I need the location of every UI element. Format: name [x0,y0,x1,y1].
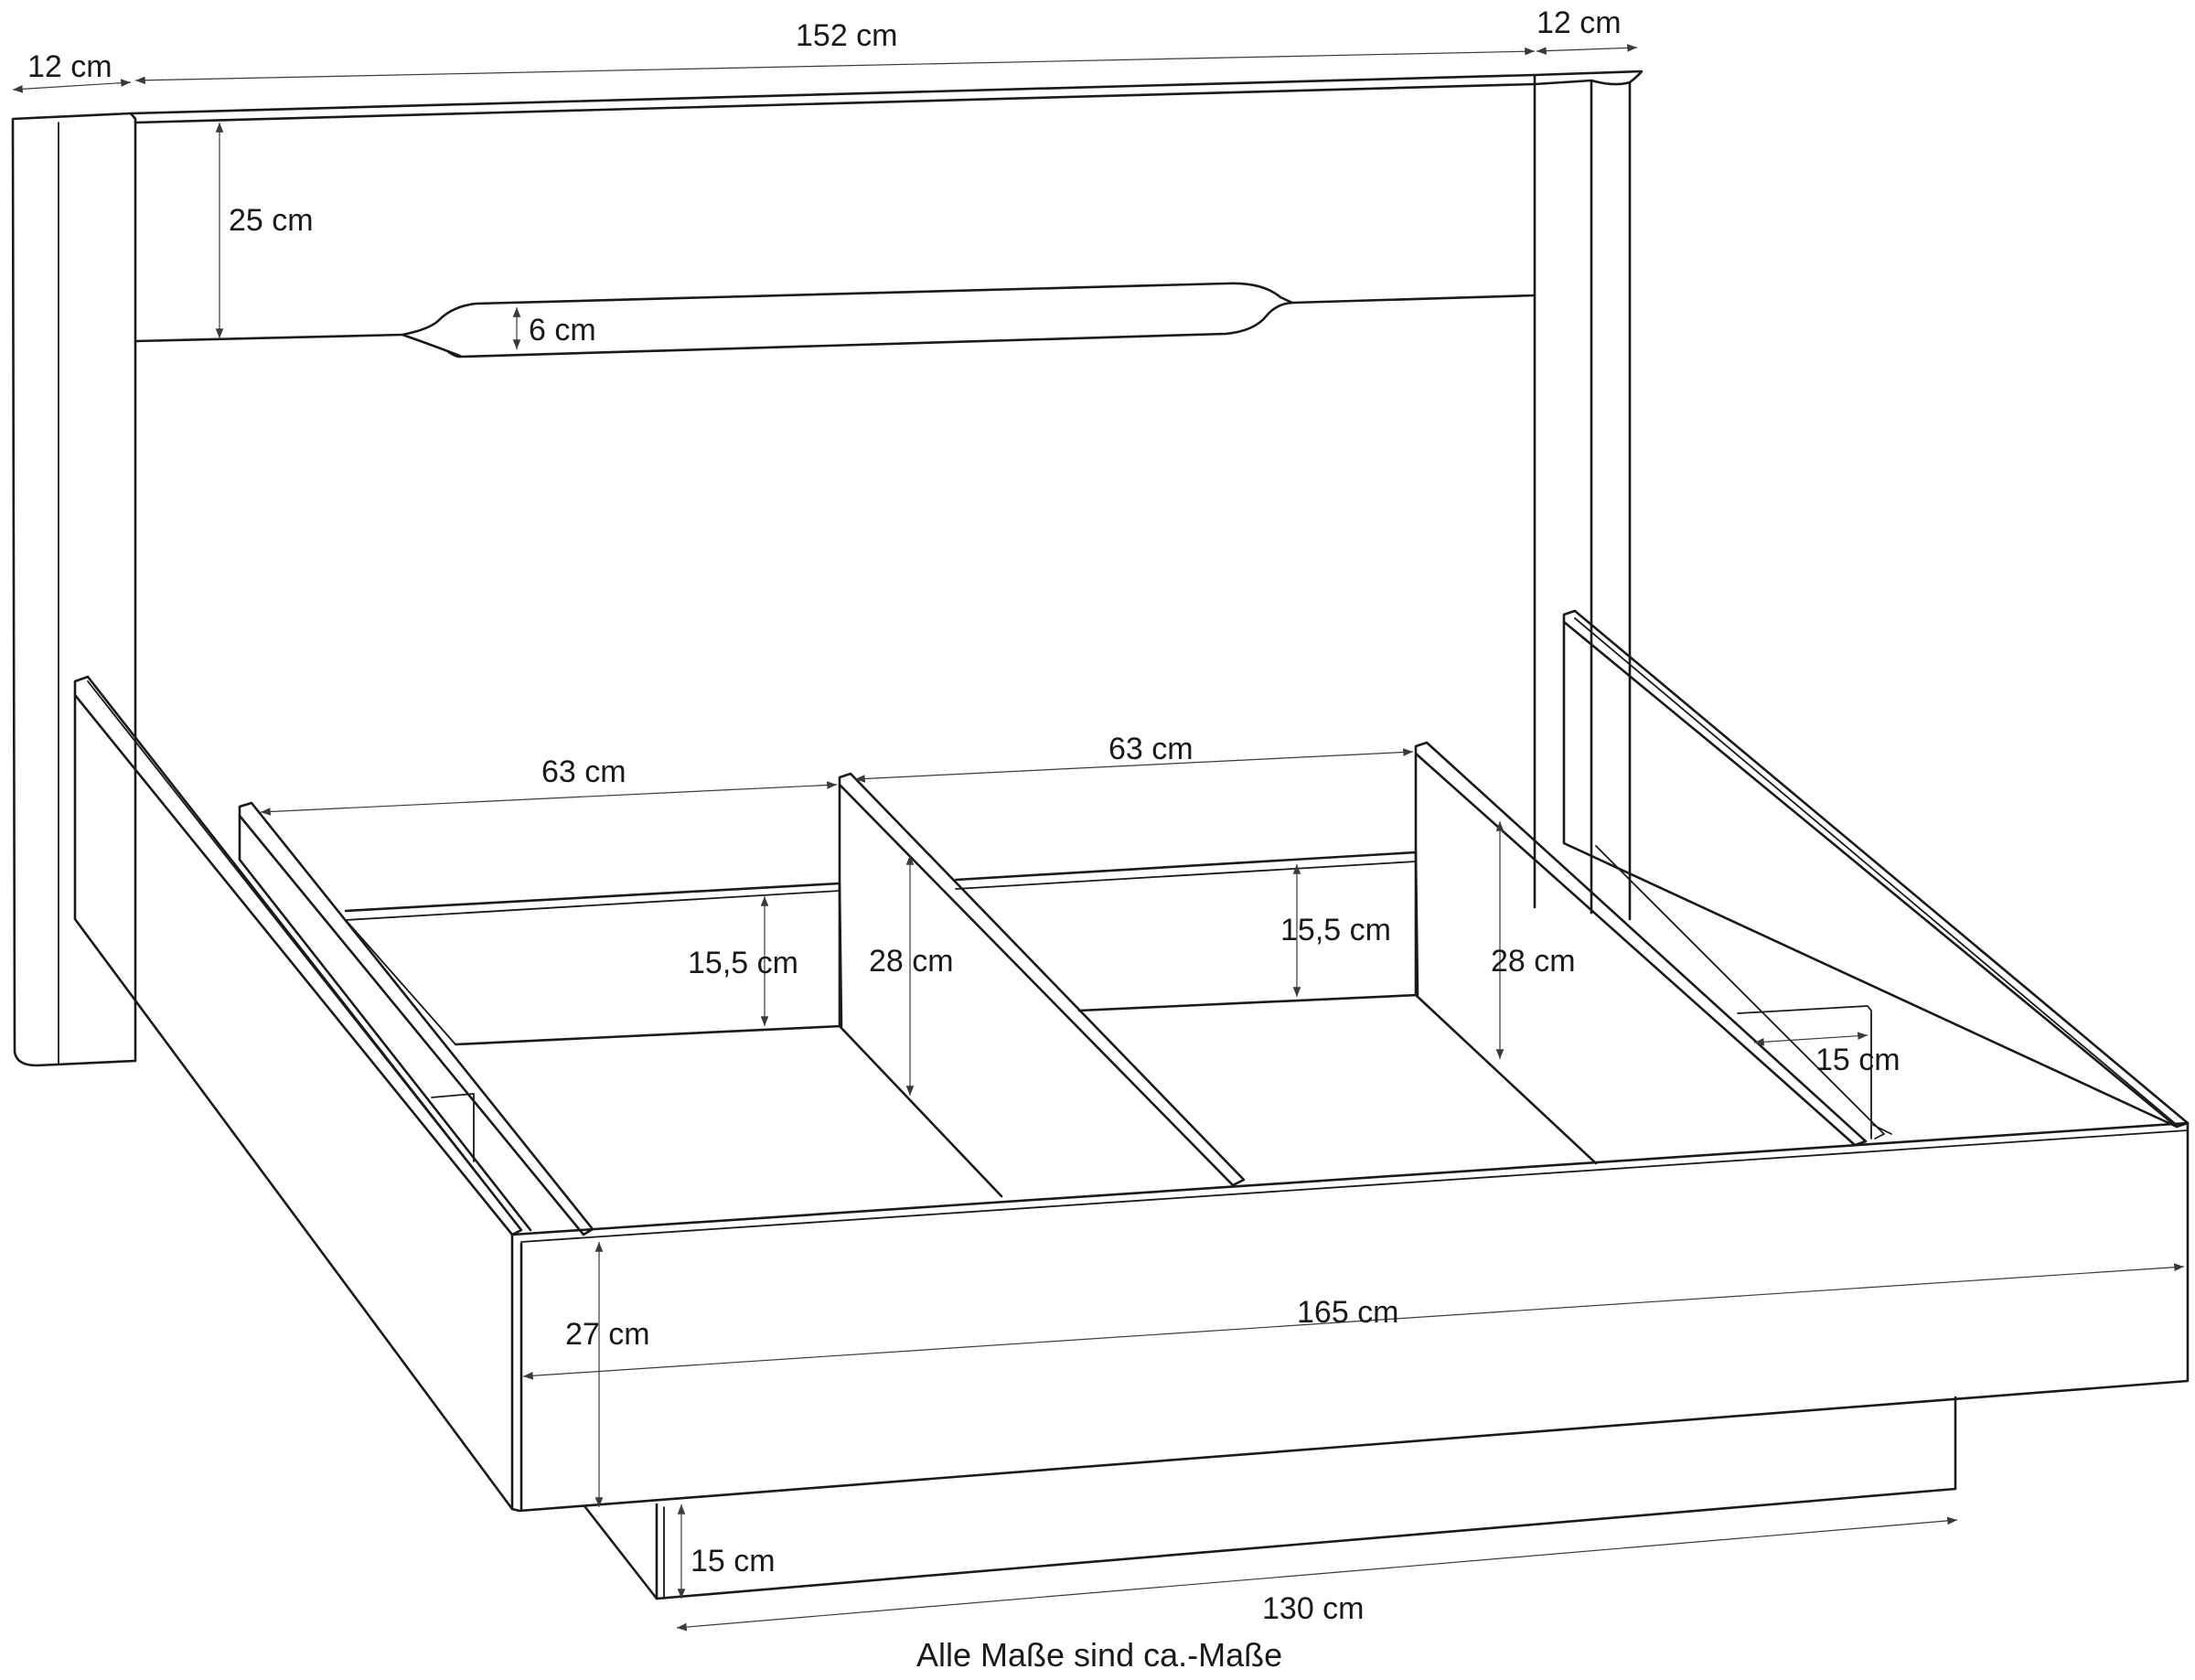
label-headboard-panel-height: 25 cm [229,203,314,238]
divider-right [1414,741,1868,1147]
headboard-left-post [11,112,137,1067]
headboard-panel-lower-edge [134,282,1536,343]
label-handle-slot-height: 6 cm [529,313,596,348]
divider-left [838,772,1246,1187]
label-base-height: 15 cm [691,1544,776,1578]
label-divider-height-right: 28 cm [1491,944,1576,979]
label-frame-height: 27 cm [565,1317,650,1352]
headboard [11,70,1644,1067]
label-compartment-right-width: 63 cm [1108,732,1194,766]
right-side-rail [1562,609,2190,1129]
label-frame-width: 165 cm [1297,1295,1399,1330]
dimension-lines [12,44,2185,1632]
headboard-top-rail [129,70,1644,115]
label-inner-rail-height-right: 15,5 cm [1280,913,1391,947]
label-right-post-width: 12 cm [1536,5,1622,40]
label-headboard-width: 152 cm [796,18,898,53]
headboard-right-post [1533,73,1632,921]
label-base-width: 130 cm [1262,1591,1365,1626]
bed-frame [73,609,2190,1600]
interior [344,741,1868,1198]
label-compartment-left-width: 63 cm [541,754,626,789]
base-plinth [655,1396,1957,1600]
measurement-disclaimer: Alle Maße sind ca.-Maße [916,1636,1282,1674]
handle-slot [401,301,1294,358]
label-divider-height-left: 28 cm [869,944,954,979]
left-inner-rail [238,801,594,1236]
label-inner-rail-height-left: 15,5 cm [688,946,798,980]
front-panel [510,1121,2190,1513]
left-side-rail [73,675,523,1236]
label-left-post-width: 12 cm [27,49,112,84]
label-side-inset-depth: 15 cm [1815,1043,1901,1077]
dimension-labels: 12 cm 152 cm 12 cm 25 cm 6 cm 63 cm 63 c… [27,5,1901,1626]
